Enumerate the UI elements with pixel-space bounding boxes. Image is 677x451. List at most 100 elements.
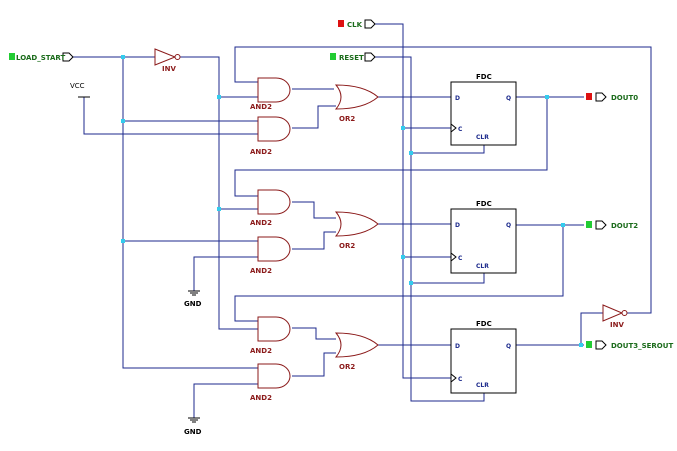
port-arrow-dout2: [595, 220, 607, 230]
junction-dot: [401, 126, 405, 130]
wire-and-b-out: [292, 105, 336, 129]
and2-label-a: AND2: [250, 103, 272, 111]
fdc-pin-clr-3: CLR: [476, 382, 489, 389]
inv-label-feedback: INV: [610, 321, 624, 329]
fdc-pin-clr-2: CLR: [476, 263, 489, 270]
junction-dot: [545, 95, 549, 99]
fdc-pin-q-3: Q: [506, 343, 511, 350]
fdc-pin-d-3: D: [455, 343, 460, 350]
junction-dot: [121, 55, 125, 59]
fdc-title-0: FDC: [476, 73, 492, 81]
wire-and-e-out: [292, 327, 336, 340]
port-arrow-reset: [364, 52, 376, 62]
port-arrow-load-start: [62, 52, 74, 62]
port-arrow-clk: [364, 19, 376, 29]
and2-gate-e: [257, 316, 291, 342]
vcc-label: VCC: [70, 82, 85, 90]
and2-gate-b: [257, 116, 291, 142]
fdc-pin-q-2: Q: [506, 222, 511, 229]
junction-dot: [121, 119, 125, 123]
wire-vcc: [83, 97, 258, 135]
or2-label-2: OR2: [339, 242, 355, 250]
inv-bubble-load: [174, 54, 181, 60]
and2-gate-d: [257, 236, 291, 262]
gnd-label-1: GND: [184, 300, 202, 308]
fdc-ff-3: [450, 328, 517, 394]
input-label-reset: RESET: [339, 54, 364, 62]
junction-dot: [121, 239, 125, 243]
or2-label-3: OR2: [339, 363, 355, 371]
clock-notch-ff-3: [450, 373, 457, 383]
junction-dot: [561, 223, 565, 227]
and2-label-c: AND2: [250, 219, 272, 227]
gnd-symbol-1: [188, 290, 200, 296]
input-label-load-start: LOAD_START: [16, 54, 65, 62]
wire-and-f-out: [292, 352, 336, 377]
gnd-symbol-2: [188, 417, 200, 423]
port-indicator-load-start: [9, 53, 15, 60]
wire-reset-ff2: [411, 273, 485, 284]
port-indicator-dout0: [586, 93, 592, 100]
gnd-label-2: GND: [184, 428, 202, 436]
fdc-title-2: FDC: [476, 200, 492, 208]
wire-inv-out: [180, 56, 258, 330]
or-gate-layer: [334, 84, 379, 358]
wire-gnd-1: [193, 256, 258, 291]
and2-label-d: AND2: [250, 267, 272, 275]
and2-label-f: AND2: [250, 394, 272, 402]
or2-gate-1: [334, 84, 379, 110]
and2-gate-c: [257, 189, 291, 215]
fdc-pin-c-2: C: [458, 255, 463, 262]
fdc-pin-c-3: C: [458, 376, 463, 383]
junction-dot: [401, 255, 405, 259]
inv-gate-feedback: [602, 304, 624, 322]
wire-reset: [375, 56, 485, 402]
wire-dout3-inv-feedback: [580, 312, 603, 345]
fdc-pin-d-0: D: [455, 95, 460, 102]
wire-gnd-2: [193, 383, 258, 418]
wire-and-c-out: [292, 201, 336, 219]
port-arrow-dout3: [595, 340, 607, 350]
and2-label-e: AND2: [250, 347, 272, 355]
wire-q0-feedback: [234, 97, 548, 197]
junction-layer: [121, 55, 583, 347]
fdc-ff-2: [450, 208, 517, 274]
junction-dot: [579, 343, 583, 347]
inv-gate-load: [154, 48, 177, 66]
input-label-clk: CLK: [347, 21, 363, 29]
output-label-dout3-serout: DOUT3_SEROUT: [611, 342, 673, 350]
fdc-title-3: FDC: [476, 320, 492, 328]
wire-load-start-vertical: [122, 57, 258, 369]
wire-clk: [375, 23, 451, 379]
wire-and-d-out: [292, 231, 336, 250]
port-indicator-reset: [330, 53, 336, 60]
flipflop-layer: [450, 81, 517, 394]
junction-dot: [217, 207, 221, 211]
port-indicator-dout2: [586, 221, 592, 228]
inv-label-load: INV: [162, 65, 176, 73]
port-indicator-clk: [338, 20, 344, 27]
and2-gate-a: [257, 77, 291, 103]
fdc-pin-c-0: C: [458, 126, 463, 133]
inv-bubble-feedback: [621, 310, 628, 316]
inverter-layer: [154, 48, 628, 322]
clock-notch-ff-0: [450, 123, 457, 133]
port-indicator-dout3: [586, 341, 592, 348]
junction-dot: [409, 281, 413, 285]
junction-dot: [409, 151, 413, 155]
fdc-pin-clr-0: CLR: [476, 134, 489, 141]
and2-gate-f: [257, 363, 291, 389]
port-arrow-dout0: [595, 92, 607, 102]
wire-reset-ff1: [411, 145, 485, 154]
output-label-dout2: DOUT2: [611, 222, 638, 230]
port-layer: [9, 19, 607, 350]
and2-label-b: AND2: [250, 148, 272, 156]
fdc-pin-d-2: D: [455, 222, 460, 229]
junction-dot: [217, 95, 221, 99]
output-label-dout0: DOUT0: [611, 94, 638, 102]
fdc-pin-q-0: Q: [506, 95, 511, 102]
or2-label-1: OR2: [339, 115, 355, 123]
wire-q2-feedback: [234, 225, 564, 322]
